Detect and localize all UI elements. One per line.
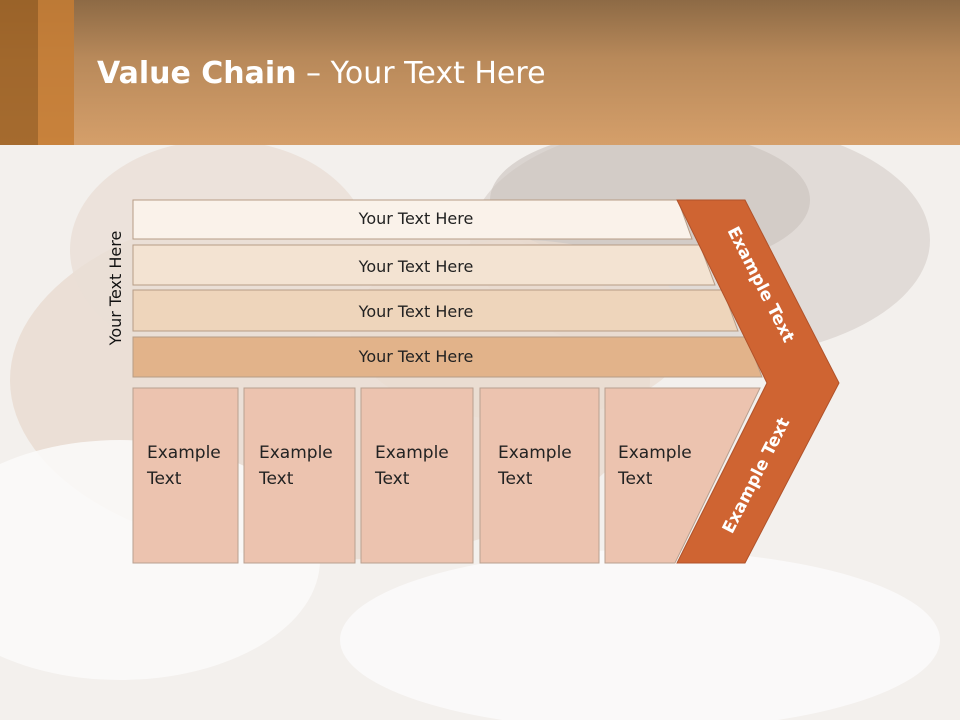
reflection-box bbox=[132, 562, 239, 720]
activity-box-shape bbox=[360, 387, 474, 564]
support-row-label: Your Text Here bbox=[358, 302, 474, 321]
reflection-label: ExampleText bbox=[374, 637, 449, 683]
header-banner: Value Chain – Your Text Here bbox=[0, 0, 960, 145]
reflection-label: ExampleText bbox=[146, 637, 221, 683]
activity-box-shape bbox=[132, 387, 239, 564]
reflection-box bbox=[604, 562, 752, 720]
reflection-label: ExampleText bbox=[617, 637, 692, 683]
support-row[interactable]: Your Text Here bbox=[132, 289, 739, 332]
support-row[interactable]: Your Text Here bbox=[132, 244, 716, 286]
activity-box-shape bbox=[479, 387, 600, 564]
reflection-box bbox=[479, 562, 600, 720]
reflection: ExampleText ExampleText ExampleText Exam… bbox=[132, 562, 794, 720]
side-label: Your Text Here bbox=[106, 231, 125, 347]
support-row-shape bbox=[132, 244, 716, 286]
support-row-label: Your Text Here bbox=[358, 347, 474, 366]
support-row-shape bbox=[132, 289, 739, 332]
reflection-label: ExampleText bbox=[258, 637, 333, 683]
support-rows: Your Text Here Your Text Here Your Text … bbox=[132, 199, 763, 378]
support-row-label: Your Text Here bbox=[358, 209, 474, 228]
reflection-label: ExampleText bbox=[497, 637, 572, 683]
reflection-box bbox=[360, 562, 474, 720]
header-accent-bar bbox=[38, 0, 74, 145]
slide-title[interactable]: Value Chain – Your Text Here bbox=[97, 54, 546, 94]
support-row-shape bbox=[132, 199, 693, 240]
title-rest: – Your Text Here bbox=[296, 56, 546, 91]
support-row-shape bbox=[132, 336, 763, 378]
header-accent-bar bbox=[0, 0, 38, 145]
reflection-box bbox=[243, 562, 356, 720]
support-row[interactable]: Your Text Here bbox=[132, 336, 763, 378]
support-row[interactable]: Your Text Here bbox=[132, 199, 693, 240]
reflection-chevron bbox=[677, 563, 790, 651]
support-row-label: Your Text Here bbox=[358, 257, 474, 276]
title-bold: Value Chain bbox=[97, 56, 297, 91]
activity-box-shape bbox=[243, 387, 356, 564]
